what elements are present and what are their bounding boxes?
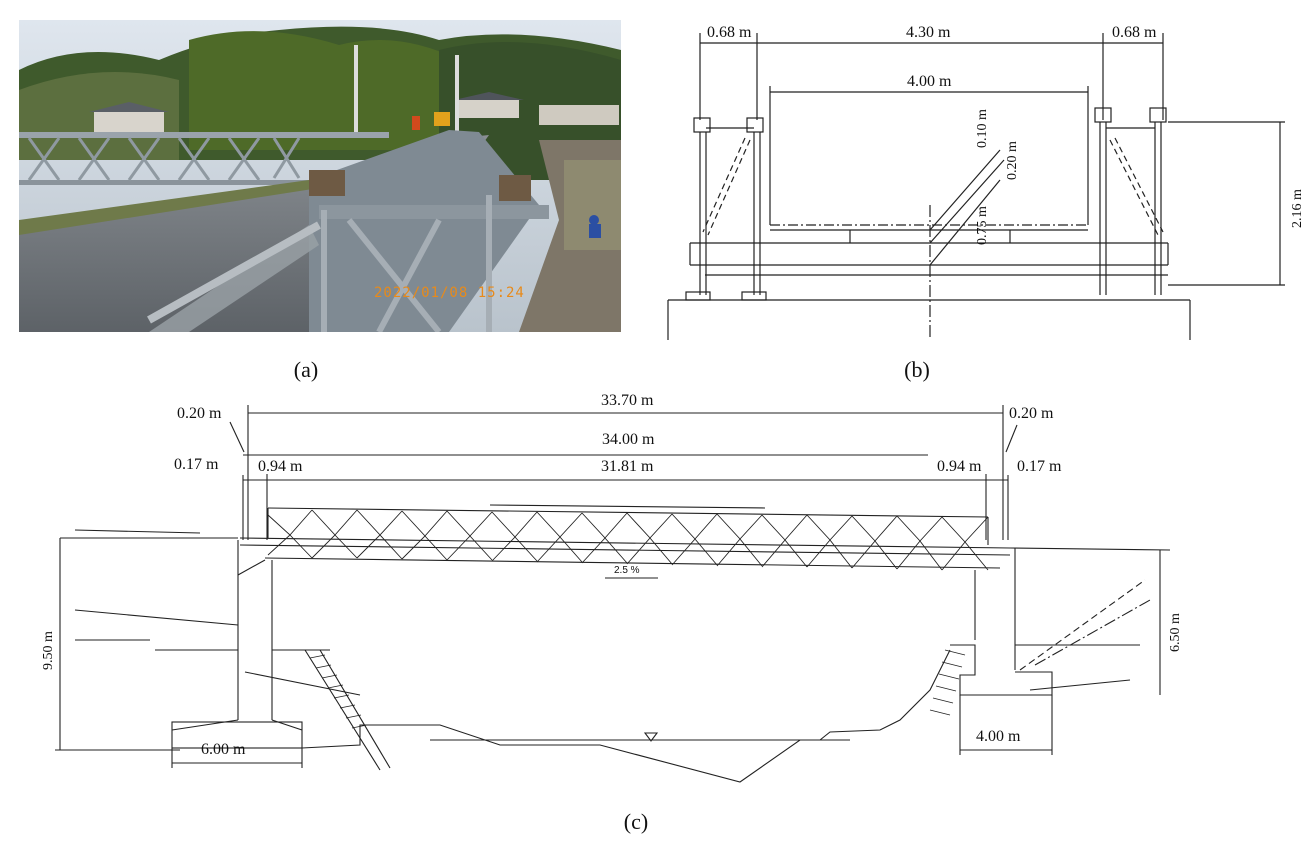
slope-label: 2.5 % <box>614 565 640 576</box>
bridge-photo <box>19 20 621 332</box>
dim-c-span: 34.00 m <box>602 431 655 448</box>
dim-b-right-top: 0.68 m <box>1112 24 1157 41</box>
dim-c-right-017: 0.17 m <box>1017 458 1062 475</box>
dim-b-mid-top: 4.30 m <box>906 24 951 41</box>
photo-panel: 2022/01/08 15:24 <box>19 20 621 332</box>
dim-b-d3: 0.75 m <box>975 206 990 245</box>
caption-b: (b) <box>904 357 930 382</box>
dim-b-d2: 0.20 m <box>1005 141 1020 180</box>
dim-b-inner: 4.00 m <box>907 73 952 90</box>
dim-c-left-094: 0.94 m <box>258 458 303 475</box>
dim-b-height: 2.16 m <box>1290 189 1304 228</box>
dim-c-top-total: 33.70 m <box>601 392 654 409</box>
dim-c-mid: 31.81 m <box>601 458 654 475</box>
dim-c-right-footing: 4.00 m <box>976 728 1021 745</box>
dim-c-left-footing: 6.00 m <box>201 741 246 758</box>
dim-c-right-height: 6.50 m <box>1168 613 1183 652</box>
dim-c-left-017: 0.17 m <box>174 456 219 473</box>
caption-a: (a) <box>293 357 319 382</box>
dim-c-left-height: 9.50 m <box>41 631 56 670</box>
dim-c-left-020: 0.20 m <box>177 405 222 422</box>
dim-b-left-top: 0.68 m <box>707 24 752 41</box>
dim-c-right-094: 0.94 m <box>937 458 982 475</box>
caption-c: (c) <box>623 809 649 834</box>
photo-timestamp: 2022/01/08 15:24 <box>374 285 525 301</box>
dim-c-right-020: 0.20 m <box>1009 405 1054 422</box>
dim-b-d1: 0.10 m <box>975 109 990 148</box>
